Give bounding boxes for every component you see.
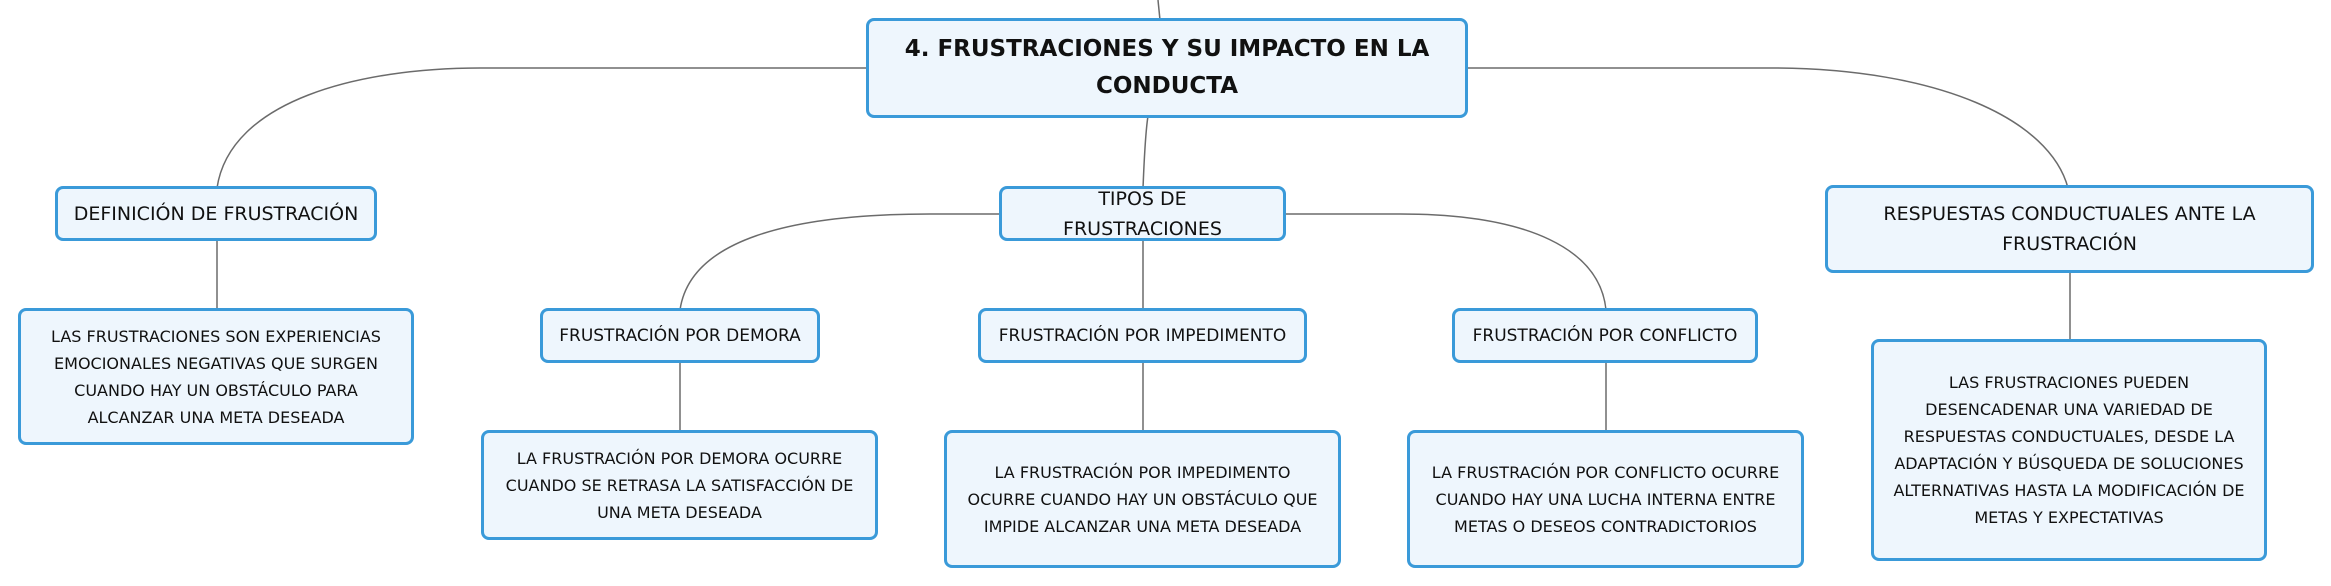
subtopic-definicion-detail[interactable]: LAS FRUSTRACIONES SON EXPERIENCIAS EMOCI… [18,308,414,445]
subtopic-impedimento-detail-text: LA FRUSTRACIÓN POR IMPEDIMENTO OCURRE CU… [967,462,1318,536]
connector-tipos-conflicto [1284,213,1607,311]
topic-conflicto-label: FRUSTRACIÓN POR CONFLICTO [1472,325,1738,346]
topic-impedimento[interactable]: FRUSTRACIÓN POR IMPEDIMENTO [978,308,1307,363]
subtopic-respuestas-detail[interactable]: LAS FRUSTRACIONES PUEDEN DESENCADENAR UN… [1871,339,2267,561]
root-topic-label: 4. FRUSTRACIONES Y SU IMPACTO EN LA COND… [904,36,1430,99]
topic-respuestas[interactable]: RESPUESTAS CONDUCTUALES ANTE LA FRUSTRAC… [1825,185,2314,273]
topic-definicion-label: DEFINICIÓN DE FRUSTRACIÓN [73,202,359,225]
subtopic-demora-detail-text: LA FRUSTRACIÓN POR DEMORA OCURRE CUANDO … [505,448,854,522]
connector-root-respuestas [1466,67,2069,189]
subtopic-respuestas-detail-text: LAS FRUSTRACIONES PUEDEN DESENCADENAR UN… [1893,373,2245,527]
topic-impedimento-label: FRUSTRACIÓN POR IMPEDIMENTO [998,325,1287,346]
topic-conflicto[interactable]: FRUSTRACIÓN POR CONFLICTO [1452,308,1758,363]
topic-respuestas-label: RESPUESTAS CONDUCTUALES ANTE LA FRUSTRAC… [1883,203,2256,255]
topic-demora-label: FRUSTRACIÓN POR DEMORA [559,325,801,346]
subtopic-impedimento-detail[interactable]: LA FRUSTRACIÓN POR IMPEDIMENTO OCURRE CU… [944,430,1341,568]
topic-demora[interactable]: FRUSTRACIÓN POR DEMORA [540,308,820,363]
subtopic-demora-detail[interactable]: LA FRUSTRACIÓN POR DEMORA OCURRE CUANDO … [481,430,878,540]
connector-tipos-demora [679,213,1001,311]
connector-root-tipos [1142,115,1149,189]
subtopic-conflicto-detail[interactable]: LA FRUSTRACIÓN POR CONFLICTO OCURRE CUAN… [1407,430,1804,568]
connector-root-definicion [216,67,868,189]
root-topic[interactable]: 4. FRUSTRACIONES Y SU IMPACTO EN LA COND… [866,18,1468,118]
topic-tipos-label: TIPOS DE FRUSTRACIONES [1063,187,1222,240]
topic-tipos[interactable]: TIPOS DE FRUSTRACIONES [999,186,1286,241]
subtopic-conflicto-detail-text: LA FRUSTRACIÓN POR CONFLICTO OCURRE CUAN… [1431,462,1780,536]
topic-definicion[interactable]: DEFINICIÓN DE FRUSTRACIÓN [55,186,377,241]
connector-root-top [1157,0,1161,21]
subtopic-definicion-detail-text: LAS FRUSTRACIONES SON EXPERIENCIAS EMOCI… [51,326,381,427]
